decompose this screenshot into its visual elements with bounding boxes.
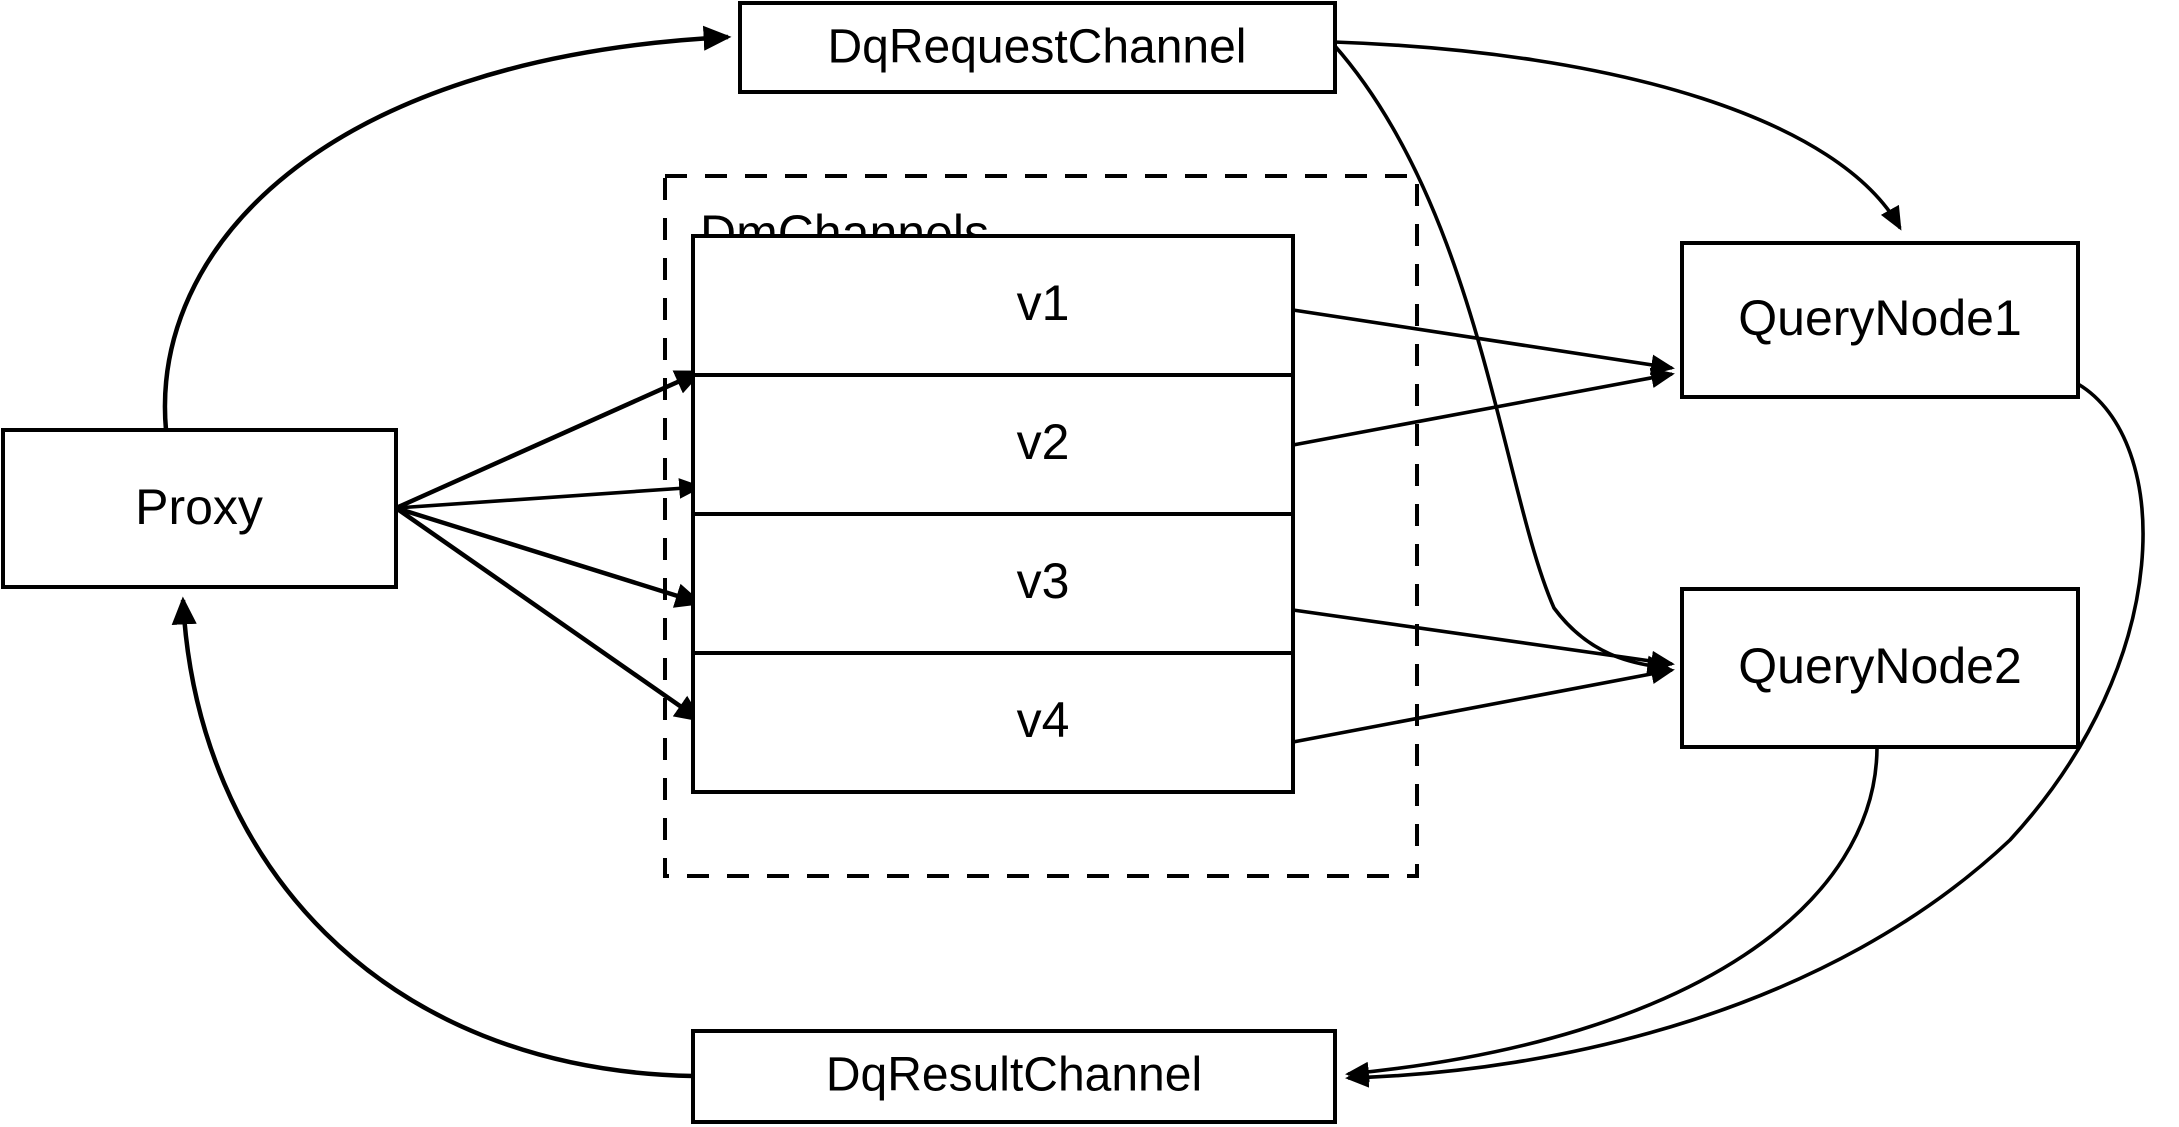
node-dqrequestchannel-label: DqRequestChannel <box>828 21 1247 74</box>
channel-label-v4: v4 <box>1017 692 1070 748</box>
edge-querynode2-to-dqresultchannel <box>1345 747 1879 1083</box>
node-querynode1-label: QueryNode1 <box>1738 290 2022 346</box>
channel-label-v2: v2 <box>1017 414 1070 470</box>
node-dqresultchannel[interactable] <box>691 1029 1337 1124</box>
edge-proxy-to-v2 <box>395 478 703 510</box>
node-querynode2-label: QueryNode2 <box>1738 638 2022 694</box>
node-querynode1[interactable] <box>1680 241 2080 399</box>
edge-proxy-to-v4 <box>394 506 703 722</box>
channel-label-v1: v1 <box>1017 275 1070 331</box>
edge-proxy-to-v3 <box>395 505 704 608</box>
node-proxy[interactable] <box>1 428 398 589</box>
node-querynode2[interactable] <box>1680 587 2080 749</box>
edge-v1-to-querynode1 <box>1292 308 1675 376</box>
edge-v3-to-querynode2 <box>1292 608 1675 672</box>
dmchannels-group-box <box>663 174 1419 878</box>
edge-dqresultchannel-to-proxy <box>171 596 694 1079</box>
edge-proxy-to-dqrequestchannel <box>162 25 732 431</box>
edge-proxy-to-v1 <box>395 369 704 511</box>
channel-label-v3: v3 <box>1017 553 1070 609</box>
edge-querynode1-to-dqresultchannel <box>1345 382 2145 1088</box>
node-dqrequestchannel[interactable] <box>738 1 1337 94</box>
edge-v4-to-querynode2 <box>1292 663 1675 744</box>
edge-dqrequestchannel-to-querynode1 <box>1333 40 1902 231</box>
edge-v2-to-querynode1 <box>1292 367 1675 447</box>
node-dqresultchannel-label: DqResultChannel <box>826 1049 1202 1102</box>
node-proxy-label: Proxy <box>135 479 263 535</box>
edge-dqrequestchannel-to-querynode2 <box>1332 43 1671 677</box>
